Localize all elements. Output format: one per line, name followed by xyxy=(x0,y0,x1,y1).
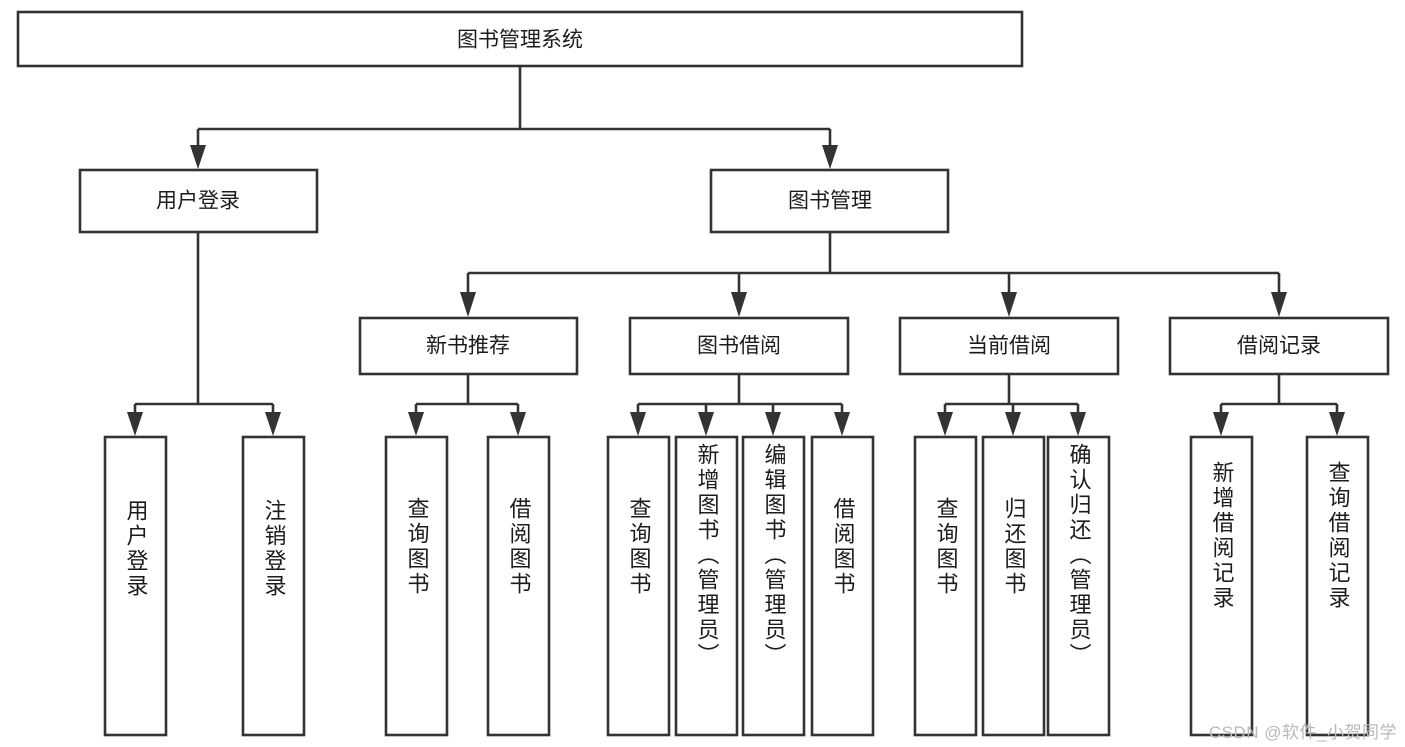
node-current-borrow-label: 当前借阅 xyxy=(967,335,1051,358)
arrow-head-bb-leaf-1 xyxy=(630,412,646,436)
arrow-head-bb-leaf-3 xyxy=(765,412,781,436)
node-new-book-recommend-box[interactable] xyxy=(358,316,579,376)
node-new-book-recommend-label: 新书推荐 xyxy=(426,335,510,358)
node-root[interactable]: 图书管理系统 xyxy=(16,10,1024,68)
arrow-head-new-book-recommend xyxy=(460,292,476,317)
node-current-borrow[interactable]: 当前借阅 xyxy=(898,316,1120,376)
node-borrow-record-label: 借阅记录 xyxy=(1237,335,1321,358)
arrow-head-cb-leaf-2 xyxy=(1005,412,1021,436)
leaf-box-borrow-record-0[interactable] xyxy=(1189,435,1254,737)
node-new-book-recommend[interactable]: 新书推荐 xyxy=(358,316,579,376)
arrow-head-br-leaf-2 xyxy=(1329,412,1345,436)
node-book-borrow-label: 图书借阅 xyxy=(697,335,781,358)
connector-layer xyxy=(127,66,1345,436)
arrow-head-leaf-user-login xyxy=(127,412,143,436)
leaf-box-new-book-0[interactable] xyxy=(384,435,449,737)
node-user-login-box[interactable] xyxy=(78,168,319,234)
arrow-head-nb-leaf-2 xyxy=(510,412,526,436)
node-current-borrow-box[interactable] xyxy=(898,316,1120,376)
node-user-login[interactable]: 用户登录 xyxy=(78,168,319,234)
node-user-login-label: 用户登录 xyxy=(156,190,240,213)
arrow-head-book-manage xyxy=(822,145,838,169)
leaf-box-book-borrow-2[interactable] xyxy=(741,435,806,737)
leaf-box-borrow-record-1[interactable] xyxy=(1305,435,1370,737)
node-borrow-record-box[interactable] xyxy=(1168,316,1390,376)
node-root-box[interactable] xyxy=(16,10,1024,68)
leaf-box-new-book-1[interactable] xyxy=(486,435,551,737)
leaf-box-book-borrow-3[interactable] xyxy=(810,435,875,737)
arrow-head-bb-leaf-4 xyxy=(834,412,850,436)
arrow-head-br-leaf-1 xyxy=(1213,412,1229,436)
csdn-watermark: CSDN @软件_小贺同学 xyxy=(1208,723,1397,742)
node-borrow-record[interactable]: 借阅记录 xyxy=(1168,316,1390,376)
arrow-head-bb-leaf-2 xyxy=(698,412,714,436)
leaf-box-current-borrow-1[interactable] xyxy=(981,435,1046,737)
node-book-manage-box[interactable] xyxy=(709,168,950,234)
node-book-borrow-box[interactable] xyxy=(628,316,850,376)
leaf-box-layer xyxy=(103,435,1370,737)
node-book-borrow[interactable]: 图书借阅 xyxy=(628,316,850,376)
arrow-head-borrow-record xyxy=(1271,292,1287,317)
arrow-head-leaf-logout xyxy=(265,412,281,436)
leaf-box-user-login-1[interactable] xyxy=(241,435,306,737)
leaf-box-book-borrow-1[interactable] xyxy=(674,435,739,737)
leaf-box-book-borrow-0[interactable] xyxy=(606,435,671,737)
arrow-head-cb-leaf-3 xyxy=(1070,412,1086,436)
node-root-label: 图书管理系统 xyxy=(457,29,583,52)
leaf-box-current-borrow-0[interactable] xyxy=(913,435,978,737)
leaf-box-user-login-0[interactable] xyxy=(103,435,168,737)
node-book-manage[interactable]: 图书管理 xyxy=(709,168,950,234)
arrow-head-cb-leaf-1 xyxy=(937,412,953,436)
arrow-head-nb-leaf-1 xyxy=(408,412,424,436)
node-book-manage-label: 图书管理 xyxy=(788,190,872,213)
leaf-box-current-borrow-2[interactable] xyxy=(1046,435,1111,737)
arrow-head-current-borrow xyxy=(1001,292,1017,317)
arrow-head-user-login xyxy=(190,145,206,169)
arrow-head-book-borrow xyxy=(731,292,747,317)
